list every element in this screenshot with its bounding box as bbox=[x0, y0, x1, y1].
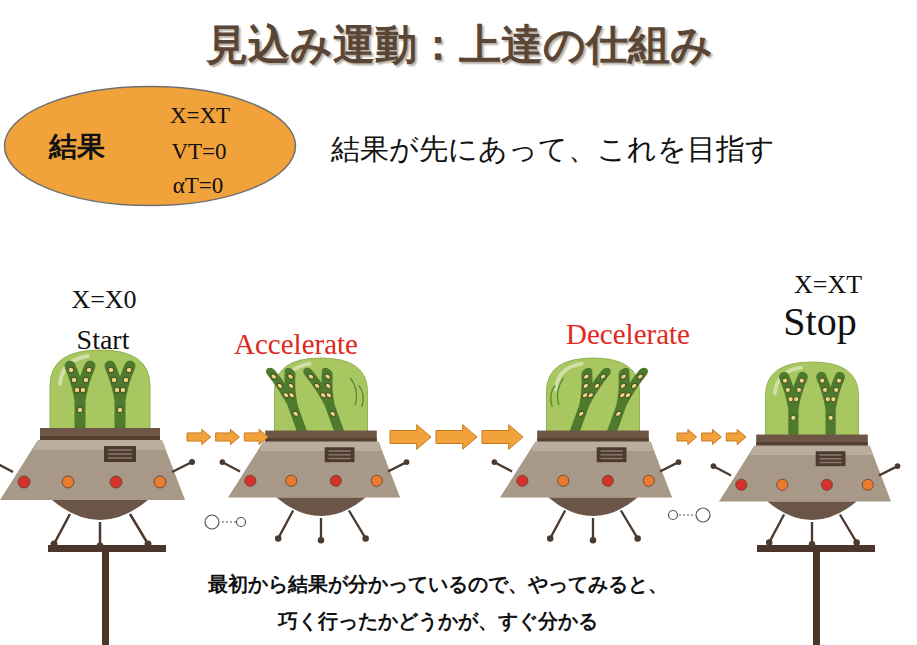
equation-text: X=XT bbox=[170, 103, 230, 129]
puff-trail bbox=[222, 521, 236, 522]
note-text: 結果が先にあって、これを目指す bbox=[331, 133, 775, 166]
ufo-stop bbox=[711, 362, 901, 548]
stage-label: Stop bbox=[783, 299, 856, 345]
puff bbox=[669, 511, 678, 520]
equation-text: VT=0 bbox=[171, 139, 226, 165]
puff bbox=[205, 515, 219, 529]
ufo-stage: X=X0Start bbox=[40, 280, 185, 442]
ufo-dome bbox=[50, 350, 150, 430]
ufo-body bbox=[711, 435, 901, 548]
ufo-decelerate bbox=[492, 358, 682, 544]
ufo-stage: Decelerate bbox=[525, 310, 675, 442]
stage-label: Start bbox=[77, 324, 130, 356]
stage-label: X=XT bbox=[794, 270, 862, 300]
ufo-dome bbox=[766, 362, 859, 436]
ufo-body bbox=[0, 428, 195, 550]
alien-pair bbox=[270, 373, 351, 433]
flow-arrow bbox=[187, 429, 268, 444]
ufo-accelerate bbox=[220, 358, 410, 544]
alien-pair bbox=[68, 366, 132, 430]
start-pole bbox=[102, 552, 109, 645]
stage-label: X=X0 bbox=[71, 285, 136, 315]
ufo-body bbox=[492, 431, 682, 544]
ufo-stage: X=XTStop bbox=[748, 262, 878, 442]
stage-label: Accelerate bbox=[234, 328, 358, 361]
exhaust-puff bbox=[205, 515, 246, 529]
result-ellipse: 結果 X=XT VT=0 αT=0 bbox=[3, 85, 297, 207]
alien-pair bbox=[563, 373, 644, 433]
stop-stand bbox=[757, 545, 875, 552]
puff-trail bbox=[679, 514, 694, 515]
result-heading: 結果 bbox=[49, 131, 105, 163]
caption: 最初から結果が分かっているので、やってみると、 巧く行ったかどうかが、すぐ分かる bbox=[201, 566, 675, 640]
stage-label: Decelerate bbox=[566, 318, 690, 351]
equation-text: αT=0 bbox=[173, 173, 224, 199]
ufo-start bbox=[0, 350, 195, 550]
flow-arrow bbox=[390, 425, 523, 450]
alien-pair bbox=[782, 377, 841, 437]
flow-arrow bbox=[677, 429, 746, 444]
motion-lines bbox=[351, 378, 364, 406]
result-ellipse-shape bbox=[5, 87, 296, 206]
exhaust-puff bbox=[669, 508, 711, 522]
ellipse-outline bbox=[3, 85, 297, 207]
title: 見込み運動：上達の仕組み bbox=[206, 21, 713, 69]
stop-pole bbox=[813, 552, 820, 645]
ufo-stage: Accelerate bbox=[270, 322, 388, 442]
motion-lines bbox=[551, 378, 564, 406]
puff bbox=[237, 518, 246, 527]
puff bbox=[696, 508, 710, 522]
ufo-body bbox=[220, 431, 410, 544]
